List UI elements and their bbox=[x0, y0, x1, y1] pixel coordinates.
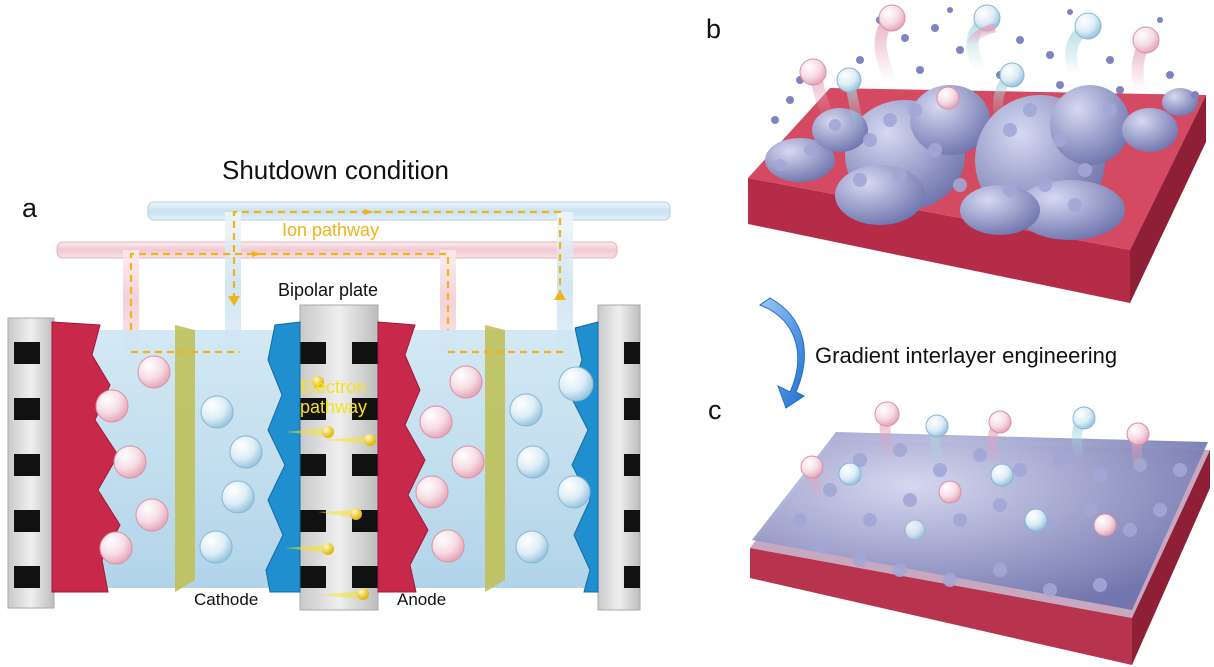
panel-c-uniform-surface bbox=[750, 401, 1210, 665]
anode-label: Anode bbox=[397, 590, 447, 609]
right-end-plate bbox=[597, 304, 641, 611]
membrane-right bbox=[485, 325, 505, 592]
ion-pathway-lines bbox=[129, 209, 566, 354]
ion-bubbles-c bbox=[800, 401, 1150, 541]
red-electrode-left bbox=[51, 321, 121, 593]
red-electrode-right bbox=[377, 321, 429, 593]
process-label: Gradient interlayer engineering bbox=[815, 343, 1118, 368]
electron-pathway-line2: pathway bbox=[300, 397, 368, 417]
panel-a-cell-diagram bbox=[7, 201, 671, 611]
panel-b-aggregated-surface bbox=[748, 4, 1206, 303]
substrate-front-c bbox=[750, 548, 1132, 665]
diagram-title: Shutdown condition bbox=[222, 155, 449, 185]
pink-manifold-tube bbox=[56, 241, 618, 259]
process-arrow bbox=[758, 297, 805, 409]
electron-particles bbox=[285, 376, 376, 600]
ion-bubbles bbox=[95, 355, 594, 565]
ion-pathway-label: Ion pathway bbox=[282, 220, 380, 240]
bipolar-plate bbox=[299, 304, 379, 611]
electron-pathway-line1: Electron bbox=[300, 377, 367, 397]
membrane-left bbox=[175, 325, 195, 592]
particle-beads-b bbox=[774, 103, 1117, 212]
blue-manifold-tube bbox=[147, 201, 671, 221]
electron-pathway-label: Electron pathway bbox=[300, 377, 367, 417]
bipolar-plate-label: Bipolar plate bbox=[278, 280, 379, 300]
panel-label-c: c bbox=[708, 395, 722, 425]
substrate-side-c bbox=[1132, 450, 1210, 665]
substrate-side-b bbox=[1130, 95, 1206, 303]
left-end-plate bbox=[7, 317, 55, 609]
panel-label-a: a bbox=[22, 193, 38, 223]
ion-bubbles-b bbox=[799, 4, 1160, 132]
panel-label-b: b bbox=[706, 14, 722, 44]
cathode-label: Cathode bbox=[194, 590, 259, 609]
blue-electrode-left bbox=[265, 321, 301, 593]
